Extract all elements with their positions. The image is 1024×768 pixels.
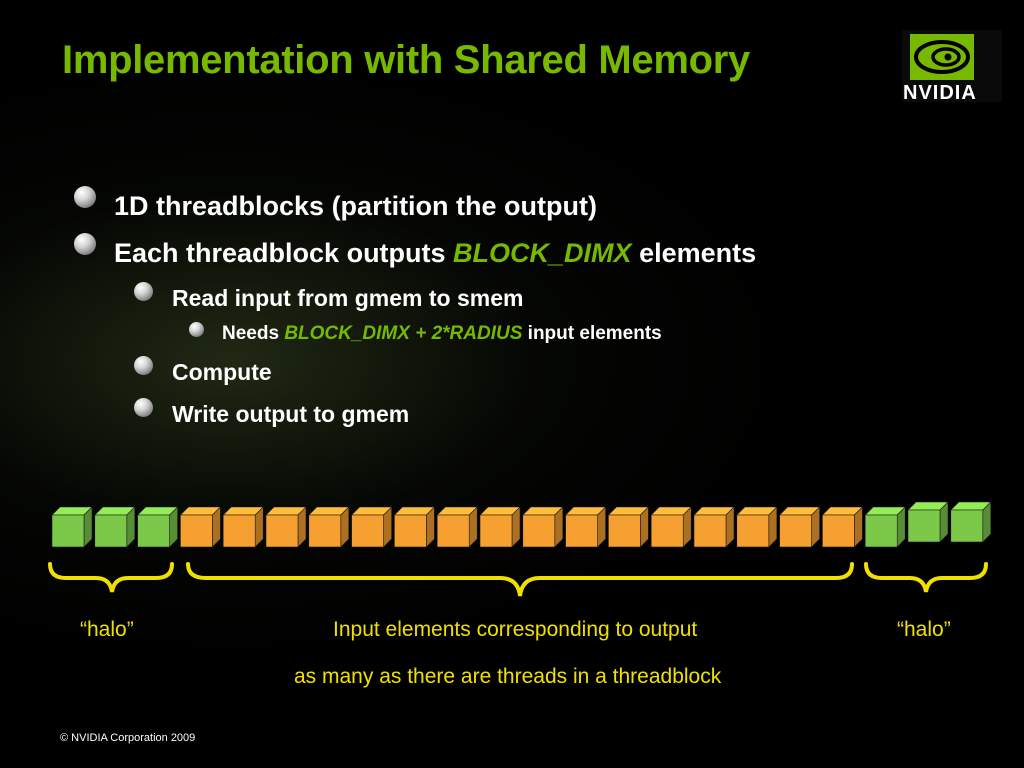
bullet-write-output: Write output to gmem <box>172 401 410 427</box>
halo-cell <box>136 506 179 548</box>
bullet-compute: Compute <box>172 359 272 385</box>
output-cell <box>736 506 778 548</box>
bullet-icon <box>74 186 96 208</box>
halo-cell <box>864 506 906 548</box>
output-cell <box>265 506 307 548</box>
bullet-each-threadblock: Each threadblock outputs BLOCK_DIMX elem… <box>114 238 756 269</box>
output-cell <box>693 506 735 548</box>
output-cell <box>607 506 650 548</box>
accent-block-dimx: BLOCK_DIMX <box>453 238 632 268</box>
bullet-needs: Needs BLOCK_DIMX + 2*RADIUS input elemen… <box>222 323 662 345</box>
bullet-text: input elements <box>522 323 662 344</box>
nvidia-logo-text: NVIDIA <box>903 82 977 104</box>
output-cell <box>522 506 564 548</box>
output-cell <box>564 506 607 548</box>
output-cell <box>778 506 821 548</box>
bullet-icon <box>189 322 204 337</box>
label-output-line2: as many as there are threads in a thread… <box>294 665 722 688</box>
bullet-text: Needs <box>222 323 285 344</box>
halo-cell <box>94 506 136 548</box>
bullet-icon <box>74 233 96 255</box>
nvidia-logo-icon <box>902 30 1002 102</box>
output-cell <box>350 506 393 548</box>
right-halo-brace <box>864 562 988 593</box>
output-brace <box>186 562 854 597</box>
bullet-icon <box>134 282 153 301</box>
bullet-text: Each threadblock outputs <box>114 238 454 268</box>
halo-cell <box>51 506 93 548</box>
bullet-threadblocks: 1D threadblocks (partition the output) <box>114 191 597 221</box>
output-cell <box>821 506 864 548</box>
accent-block-dimx-radius: BLOCK_DIMX + 2*RADIUS <box>284 323 523 344</box>
output-cell <box>479 506 521 548</box>
output-cell <box>222 506 264 548</box>
left-halo-brace <box>48 562 174 593</box>
bullet-read-input: Read input from gmem to smem <box>172 285 524 311</box>
label-output-line1: Input elements corresponding to output <box>333 618 698 641</box>
bullet-text: elements <box>631 238 757 268</box>
footer-copyright: © NVIDIA Corporation 2009 <box>60 732 196 744</box>
output-cell <box>650 506 692 548</box>
slide-title: Implementation with Shared Memory <box>62 38 750 82</box>
halo-cell <box>950 501 992 543</box>
label-right-halo: “halo” <box>897 618 951 641</box>
output-cell <box>179 506 222 548</box>
bullet-icon <box>134 398 153 417</box>
label-left-halo: “halo” <box>80 618 134 641</box>
output-cell <box>436 506 478 548</box>
halo-cell <box>907 501 949 543</box>
output-cell <box>308 506 350 548</box>
bullet-icon <box>134 356 153 375</box>
output-cell <box>393 506 436 548</box>
